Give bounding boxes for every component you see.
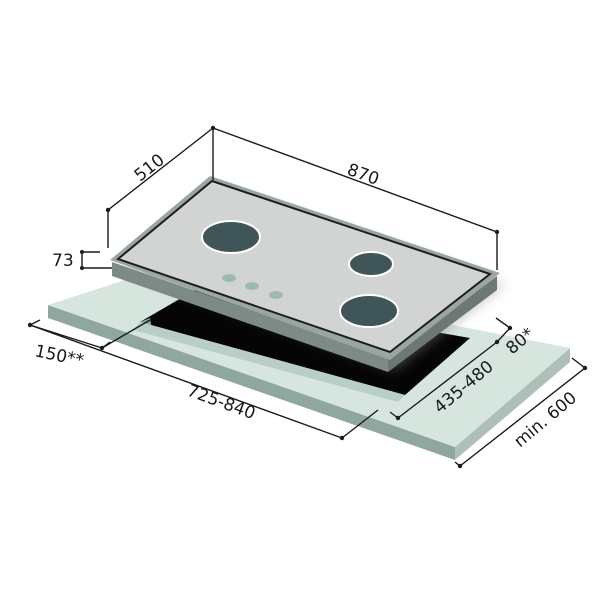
burner-large-right <box>339 294 399 328</box>
label-width: 870 <box>344 160 381 190</box>
control-knob-2 <box>245 282 259 290</box>
dimension-endpoints <box>27 125 588 469</box>
burner-large-left <box>201 220 261 254</box>
burner-small-right <box>348 251 394 277</box>
control-knob-1 <box>222 274 236 282</box>
label-height: 73 <box>52 251 74 271</box>
label-depth: 510 <box>131 150 169 186</box>
label-front-margin: 150** <box>33 341 86 371</box>
control-knob-3 <box>269 291 283 299</box>
hob <box>110 176 500 372</box>
